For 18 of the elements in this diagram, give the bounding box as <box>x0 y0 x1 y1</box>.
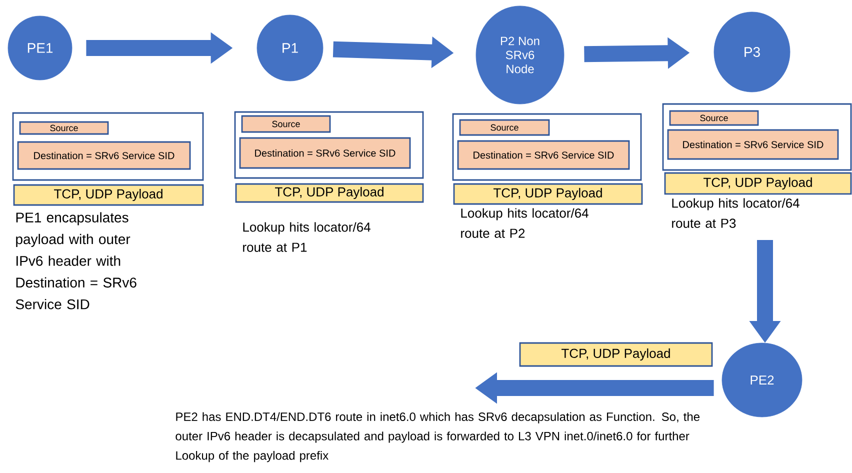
payload-box: TCP, UDP Payload <box>519 342 713 367</box>
payload-box: TCP, UDP Payload <box>13 184 204 206</box>
header-field-box: Source <box>669 110 759 126</box>
payload-box: TCP, UDP Payload <box>235 183 424 203</box>
header-field-box: Source <box>241 115 331 133</box>
payload-box: TCP, UDP Payload <box>453 183 643 205</box>
header-field-box: Source <box>19 121 109 135</box>
note-text: Lookup hits locator/64 route at P3 <box>672 198 800 228</box>
note-text: Lookup hits locator/64 route at P2 <box>461 208 588 238</box>
header-field-box: Destination = SRv6 Service SID <box>667 129 839 160</box>
note-text: PE1 encapsulates payload with outer IPv6 header with Destination = SRv6 Service SID <box>16 212 136 310</box>
payload-box: TCP, UDP Payload <box>664 172 852 195</box>
header-field-box: Destination = SRv6 Service SID <box>457 140 630 170</box>
header-field-box: Source <box>459 119 550 136</box>
note-text: Lookup hits locator/64 route at P1 <box>243 222 370 252</box>
note-text: PE2 has END.DT4/END.DT6 route in inet6.0 which has SRv6 decapsulation as Function. So, the outer IPv6 header is decapsulated and payload is forwarded to L3 VPN inet.0/inet6.0 for further Lookup of the payload prefix <box>176 412 700 462</box>
header-field-box: Destination = SRv6 Service SID <box>17 141 191 170</box>
header-field-box: Destination = SRv6 Service SID <box>239 137 411 169</box>
